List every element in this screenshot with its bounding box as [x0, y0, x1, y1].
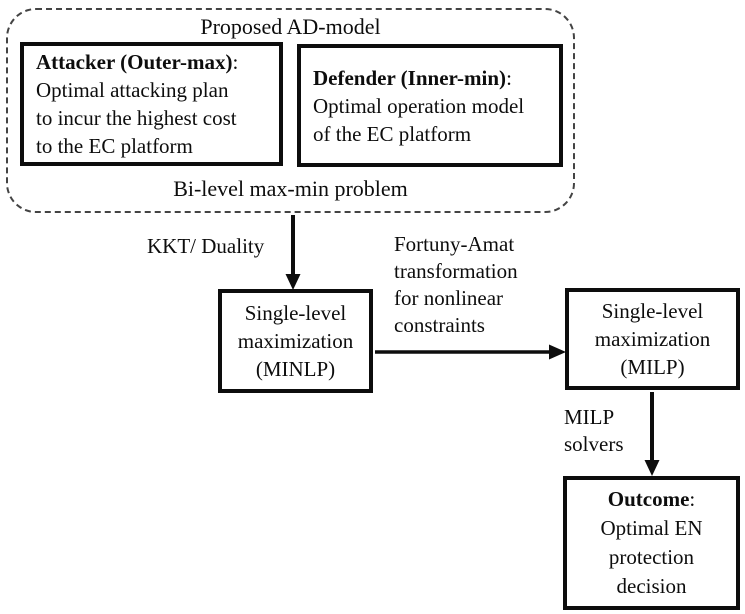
outcome-title-colon: : — [689, 487, 696, 511]
defender-text-line: of the EC platform — [313, 121, 472, 146]
attacker-box-body: Optimal attacking plan to incur the highe… — [36, 76, 237, 160]
minlp-text-line: maximization — [237, 329, 354, 353]
fortuny-text-line: Fortuny-Amat — [394, 232, 515, 256]
defender-box-title: Defender (Inner-min): — [313, 64, 512, 92]
down-arrow-kkt — [285, 215, 301, 290]
attacker-text-line: to the EC platform — [36, 134, 193, 158]
outcome-text-line: protection — [608, 545, 695, 569]
milp-text-line: Single-level — [601, 299, 704, 323]
fortuny-amat-label: Fortuny-Amat transformation for nonlinear c… — [394, 231, 518, 339]
outcome-box-title: Outcome: — [608, 485, 696, 514]
solvers-text-line: solvers — [564, 432, 624, 456]
defender-box-body: Optimal operation model of the EC platfor… — [313, 92, 524, 148]
outcome-box: Outcome: Optimal EN protection decision — [563, 476, 740, 610]
defender-title-bold: Defender (Inner-min) — [313, 65, 507, 90]
defender-text-line: Optimal operation model — [313, 93, 525, 118]
defender-box: Defender (Inner-min): Optimal operation … — [297, 44, 563, 167]
outcome-box-body: Optimal EN protection decision — [600, 514, 702, 601]
attacker-title-bold: Attacker (Outer-max) — [36, 50, 233, 74]
right-arrow-fortuny — [375, 344, 566, 360]
attacker-text-line: Optimal attacking plan — [36, 78, 229, 102]
defender-title-colon: : — [506, 65, 512, 90]
attacker-box: Attacker (Outer-max): Optimal attacking … — [20, 42, 283, 166]
fortuny-text-line: for nonlinear — [394, 286, 504, 310]
down-arrow-solvers — [644, 392, 660, 476]
milp-text-line: (MILP) — [620, 355, 685, 379]
milp-solvers-label: MILP solvers — [564, 404, 624, 458]
minlp-box: Single-level maximization (MINLP) — [218, 289, 373, 393]
fortuny-text-line: transformation — [394, 259, 518, 283]
minlp-text-line: Single-level — [244, 301, 347, 325]
outcome-title-bold: Outcome — [607, 487, 690, 511]
kkt-duality-label: KKT/ Duality — [147, 234, 265, 258]
group-title: Proposed AD-model — [200, 14, 381, 39]
fortuny-text-line: constraints — [394, 313, 485, 337]
group-subtitle: Bi-level max-min problem — [173, 176, 408, 201]
milp-text-line: maximization — [594, 327, 711, 351]
attacker-box-title: Attacker (Outer-max): — [36, 48, 238, 76]
minlp-text-line: (MINLP) — [255, 357, 336, 381]
milp-box: Single-level maximization (MILP) — [565, 288, 740, 390]
solvers-text-line: MILP — [564, 405, 615, 429]
outcome-text-line: decision — [616, 574, 687, 598]
attacker-title-colon: : — [232, 50, 239, 74]
proposed-ad-model-group: Proposed AD-model Attacker (Outer-max): … — [6, 8, 575, 213]
attacker-text-line: to incur the highest cost — [36, 106, 237, 130]
outcome-text-line: Optimal EN — [600, 516, 703, 540]
